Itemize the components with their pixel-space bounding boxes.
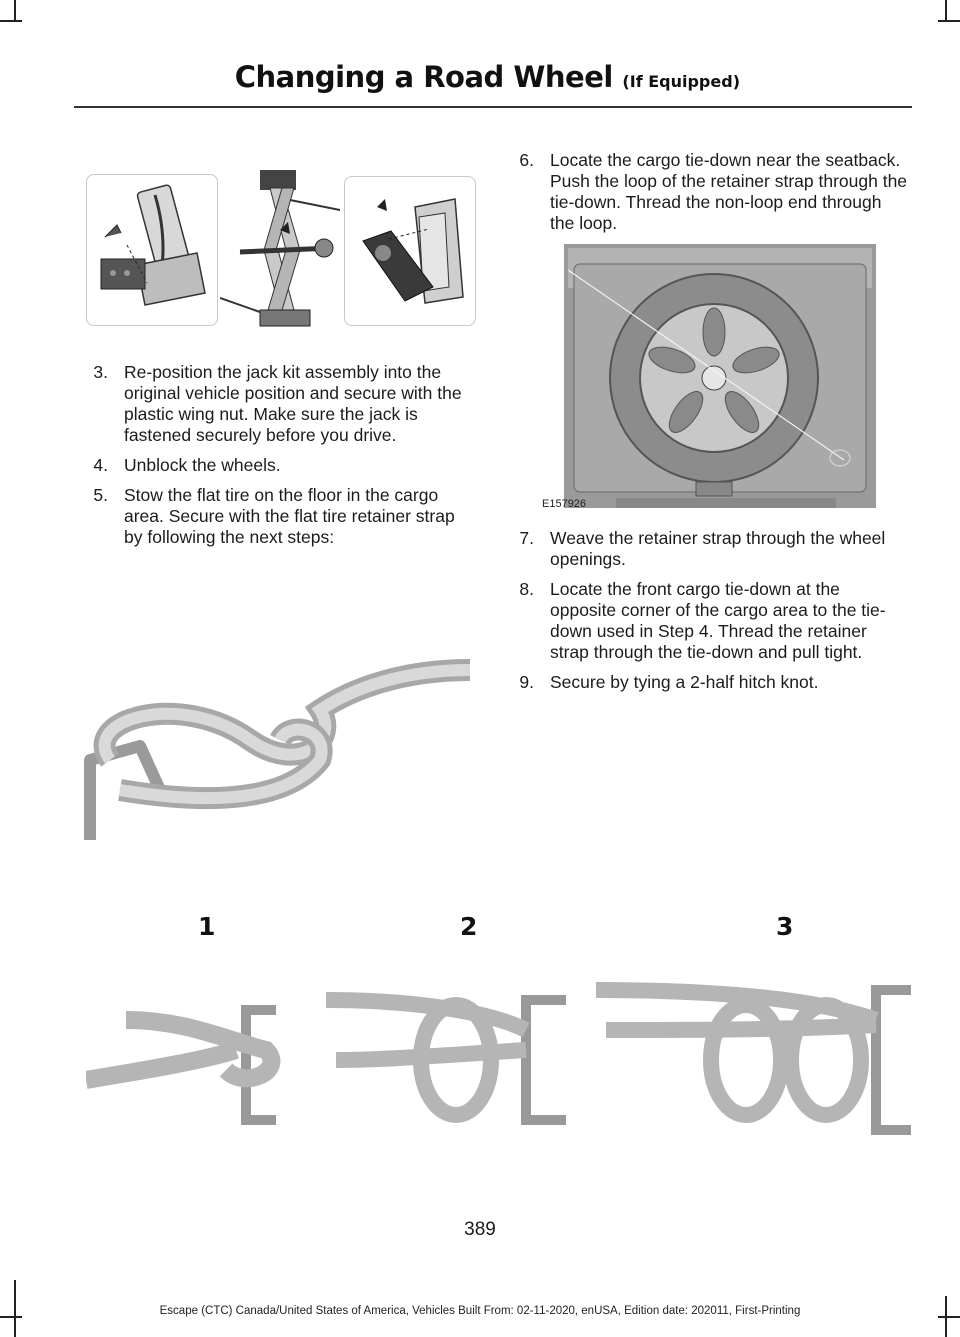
step-text: Locate the cargo tie-down near the seatb… <box>550 150 908 233</box>
crop-mark <box>0 1316 22 1318</box>
jack-mount-detail-illustration <box>362 198 464 304</box>
step-number: 7. <box>519 528 534 548</box>
left-steps-list: 3. Re-position the jack kit assembly int… <box>82 362 477 557</box>
cargo-spare-tire-illustration <box>564 244 876 508</box>
list-item: 5. Stow the flat tire on the floor in th… <box>82 485 477 548</box>
step-number: 5. <box>93 485 108 505</box>
scissor-jack-illustration <box>220 170 340 327</box>
list-item: 4. Unblock the wheels. <box>82 455 477 476</box>
jack-assembly-figure <box>86 170 478 336</box>
section-subtitle: (If Equipped) <box>622 72 740 91</box>
header-rule <box>74 106 912 108</box>
step-text: Secure by tying a 2-half hitch knot. <box>550 672 819 692</box>
figure-code: E157926 <box>542 498 587 510</box>
list-item: 8. Locate the front cargo tie-down at th… <box>508 579 910 663</box>
hitch-knot-figure <box>80 650 480 850</box>
step-number: 9. <box>519 672 534 692</box>
list-item: 9. Secure by tying a 2-half hitch knot. <box>508 672 910 693</box>
page-title: Changing a Road Wheel (If Equipped) <box>235 60 740 94</box>
list-item: 7. Weave the retainer strap through the … <box>508 528 910 570</box>
knot-step-2-illustration <box>325 992 566 1125</box>
cargo-tire-figure: E157926 <box>542 244 876 516</box>
knot-steps-figure <box>84 970 916 1150</box>
knot-step-label: 3 <box>776 912 794 941</box>
knot-step-1-illustration <box>84 1005 281 1125</box>
crop-mark <box>945 0 947 22</box>
knot-step-label: 2 <box>460 912 478 941</box>
jack-detail-right-panel <box>344 176 476 326</box>
crop-mark <box>14 0 16 22</box>
page-number: 389 <box>464 1219 496 1240</box>
list-item: 6. Locate the cargo tie-down near the se… <box>508 150 910 234</box>
crop-mark <box>14 1280 16 1337</box>
knot-step-label: 1 <box>198 912 216 941</box>
right-steps-top-list: 6. Locate the cargo tie-down near the se… <box>508 150 910 243</box>
wing-nut-detail-illustration <box>100 184 206 306</box>
crop-mark <box>938 20 960 22</box>
step-text: Weave the retainer strap through the whe… <box>550 528 886 569</box>
knot-step-3-illustration <box>595 982 911 1135</box>
list-item: 3. Re-position the jack kit assembly int… <box>82 362 477 446</box>
step-text: Unblock the wheels. <box>124 455 281 475</box>
step-number: 6. <box>519 150 534 170</box>
section-title: Changing a Road Wheel <box>234 60 614 94</box>
step-number: 8. <box>519 579 534 599</box>
footer-text: Escape (CTC) Canada/United States of Ame… <box>159 1305 801 1317</box>
hitch-knot-illustration <box>84 659 471 840</box>
step-text: Re-position the jack kit assembly into t… <box>124 362 462 445</box>
right-steps-bottom-list: 7. Weave the retainer strap through the … <box>508 528 910 702</box>
step-text: Locate the front cargo tie-down at the o… <box>550 579 886 662</box>
step-text: Stow the flat tire on the floor in the c… <box>124 485 455 547</box>
crop-mark <box>938 1316 960 1318</box>
jack-detail-left-panel <box>86 174 218 326</box>
step-number: 4. <box>93 455 108 475</box>
crop-mark <box>0 20 22 22</box>
knot-steps-illustration <box>84 982 911 1135</box>
step-number: 3. <box>93 362 108 382</box>
